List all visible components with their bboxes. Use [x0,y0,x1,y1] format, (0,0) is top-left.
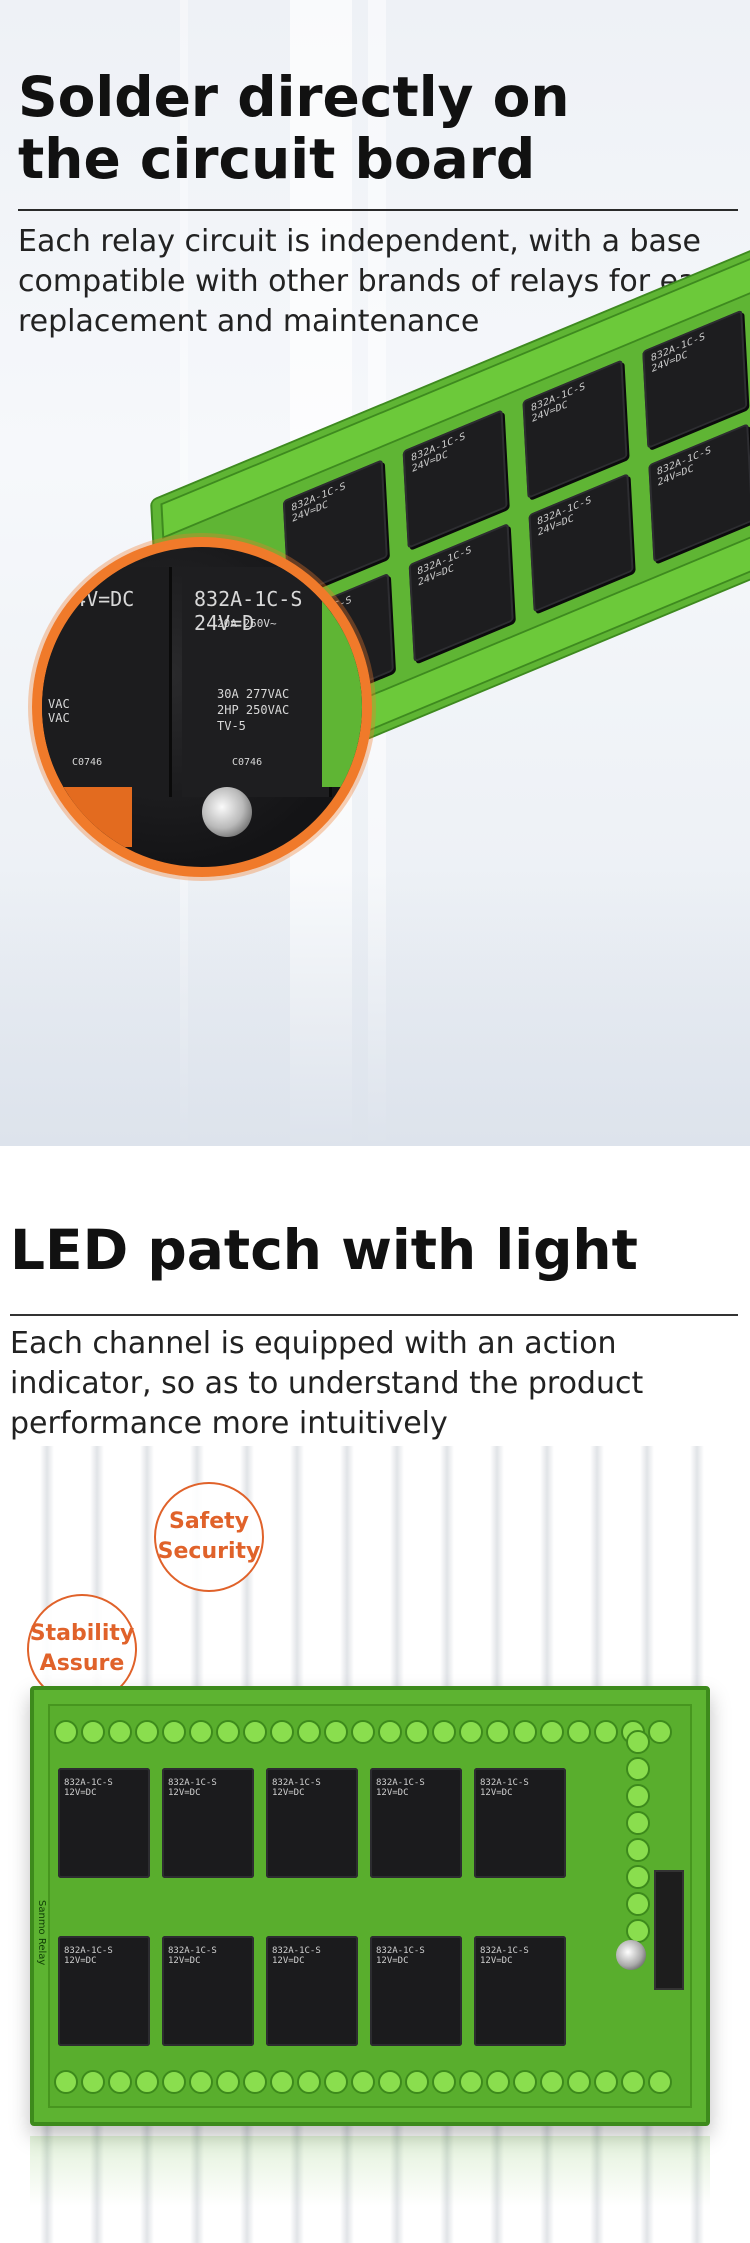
relay: 832A-1C-S 12V=DC [58,1768,150,1878]
board-closeup [322,587,362,787]
section-title: Solder directly on the circuit board [18,66,718,190]
section-description: Each relay circuit is independent, with … [18,224,730,339]
connector-header [654,1870,684,1990]
terminal-row [54,1720,672,1746]
relay-label: 832A-1C-S 12V=DC [168,1778,217,1798]
background-floor [0,870,750,1146]
relay: 832A-1C-S 12V=DC [162,1768,254,1878]
relay-label: 832A-1C-S 12V=DC [64,1946,113,1966]
rating-text: 20A 250V~ [217,617,277,630]
badge-line: Stability [29,1621,135,1646]
code-text: C0746 [232,757,263,768]
title-line: Solder directly on [18,65,570,129]
title-divider [10,1314,738,1316]
relay-model-text: 832A-1C-S 24V=D [194,587,303,635]
board-inner [48,1704,692,2108]
relay: 832A-1C-S 12V=DC [58,1936,150,2046]
relay: 832A-1C-S 12V=DC [266,1936,358,2046]
section-description: Each channel is equipped with an action … [10,1326,644,1441]
relay-board-image: 832A-1C-S 12V=DC 832A-1C-S 12V=DC 832A-1… [30,1686,710,2126]
relay-label: 832A-1C-S 12V=DC [272,1778,321,1798]
relay: 832A-1C-S 12V=DC [474,1936,566,2046]
stability-badge: Stability Assure [27,1594,137,1704]
zoom-inset: 24V=DC 832A-1C-S 24V=D 20A 250V~ VAC VAC… [32,537,372,877]
safety-badge: Safety Security [154,1482,264,1592]
relay-label: 832A-1C-S 12V=DC [480,1946,529,1966]
badge-line: Safety [168,1509,250,1534]
title-divider [18,209,738,211]
relay: 832A-1C-S 12V=DC [162,1936,254,2046]
relay-closeup [42,567,172,797]
relay-closeup [182,567,332,797]
capacitor [616,1940,646,1970]
relay-label: 832A-1C-S 12V=DC [64,1778,113,1798]
relay-label: 832A-1C-S 12V=DC [272,1946,321,1966]
relay: 832A-1C-S 12V=DC [370,1768,462,1878]
vac-text: VAC [48,697,70,711]
title-line: the circuit board [18,127,536,191]
section-led: LED patch with light Each channel is equ… [0,1146,750,2243]
relay: 832A-1C-S 12V=DC [266,1768,358,1878]
terminal-row [54,2070,672,2096]
capacitor [202,787,252,837]
relay-model-text: 24V=DC [62,587,135,611]
terminal-column [626,1730,654,1946]
rating-text: 2HP 250VAC [217,703,290,717]
relay-label: 832A-1C-S 12V=DC [480,1778,529,1798]
section-title: LED patch with light [10,1218,638,1282]
relay-label: 832A-1C-S 12V=DC [168,1946,217,1966]
badge-line: Security [157,1539,261,1564]
relay: 832A-1C-S 12V=DC [474,1768,566,1878]
rating-text: 30A 277VAC [217,687,290,701]
vac-text: VAC [48,711,70,725]
badge-line: Assure [39,1651,125,1676]
board-reflection [30,2136,710,2206]
terminal-closeup [42,787,132,847]
section-solder: Solder directly on the circuit board Eac… [0,0,750,1146]
brand-text: Sanmo Relay [36,1900,47,1966]
relay-label: 832A-1C-S 12V=DC [376,1778,425,1798]
rating-text: TV-5 [217,719,246,733]
code-text: C0746 [72,757,103,768]
relay: 832A-1C-S 12V=DC [370,1936,462,2046]
relay-label: 832A-1C-S 12V=DC [376,1946,425,1966]
